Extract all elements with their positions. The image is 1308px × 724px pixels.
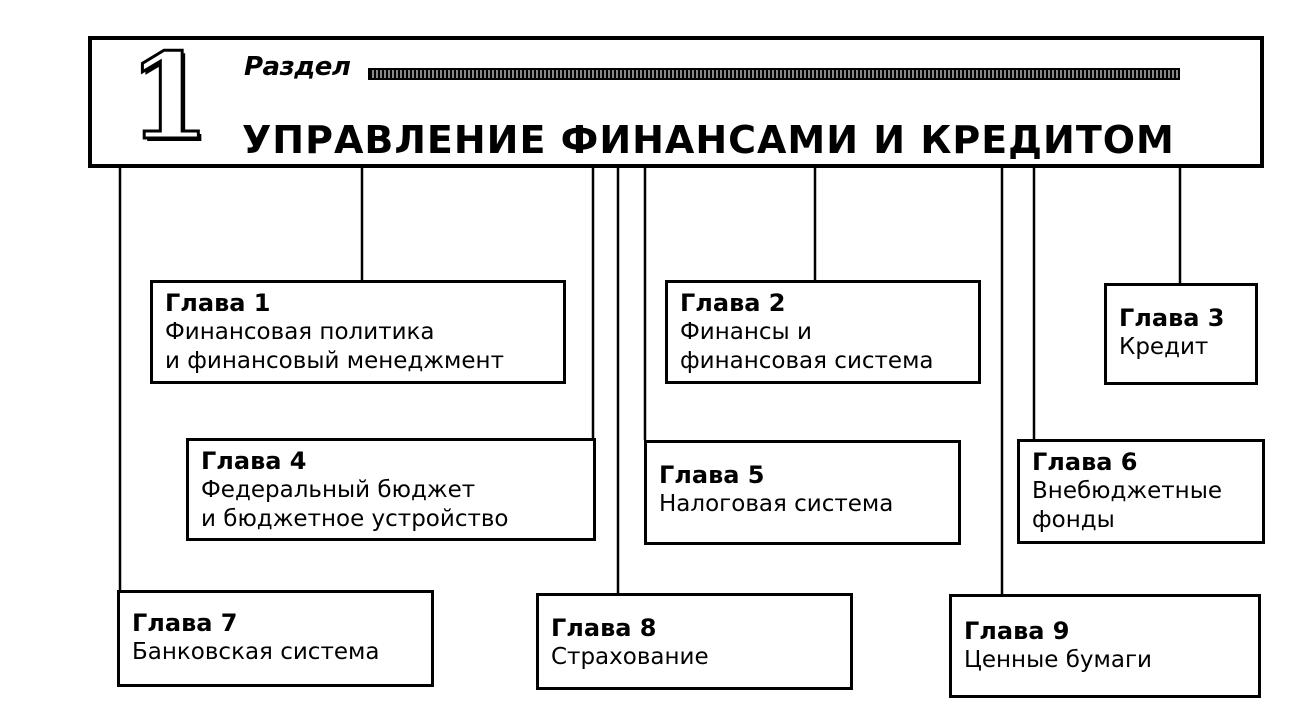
section-decorative-bar: [368, 68, 1180, 80]
chapter-label: Глава 6: [1032, 448, 1138, 476]
chapter-title-line: и финансовый менеджмент: [165, 348, 504, 374]
chapter-label: Глава 7: [132, 609, 238, 637]
chapter-4-box: Глава 4 Федеральный бюджет и бюджетное у…: [186, 438, 596, 541]
chapter-title-line: Страхование: [551, 644, 709, 670]
chapter-title-line: финансовая система: [680, 348, 934, 374]
chapter-title-line: Внебюджетные: [1032, 478, 1223, 504]
chapter-title-line: Кредит: [1119, 334, 1209, 360]
section-number: 1: [126, 27, 211, 166]
section-header: 1 Раздел УПРАВЛЕНИЕ ФИНАНСАМИ И КРЕДИТОМ: [88, 36, 1264, 168]
chapter-title-line: Финансы и: [680, 319, 812, 345]
chapter-label: Глава 8: [551, 614, 657, 642]
chapter-label: Глава 5: [659, 461, 765, 489]
chapter-9-box: Глава 9 Ценные бумаги: [949, 594, 1261, 698]
chapter-label: Глава 3: [1119, 304, 1225, 332]
chapter-7-box: Глава 7 Банковская система: [117, 590, 434, 687]
chapter-title-line: Налоговая система: [659, 491, 894, 517]
chapter-label: Глава 2: [680, 289, 786, 317]
section-label: Раздел: [244, 52, 351, 82]
section-title: УПРАВЛЕНИЕ ФИНАНСАМИ И КРЕДИТОМ: [242, 118, 1175, 162]
chapter-label: Глава 4: [201, 447, 307, 475]
chapter-title-line: и бюджетное устройство: [201, 506, 509, 532]
chapter-1-box: Глава 1 Финансовая политика и финансовый…: [150, 280, 566, 384]
chapter-title-line: Банковская система: [132, 639, 380, 665]
chapter-title-line: Федеральный бюджет: [201, 477, 476, 503]
chapter-label: Глава 1: [165, 289, 271, 317]
chapter-2-box: Глава 2 Финансы и финансовая система: [665, 280, 981, 384]
chapter-5-box: Глава 5 Налоговая система: [644, 440, 961, 545]
chapter-title-line: фонды: [1032, 507, 1115, 533]
chapter-label: Глава 9: [964, 617, 1070, 645]
chapter-title-line: Ценные бумаги: [964, 647, 1152, 673]
chapter-8-box: Глава 8 Страхование: [536, 593, 853, 690]
chapter-title-line: Финансовая политика: [165, 319, 435, 345]
chapter-6-box: Глава 6 Внебюджетные фонды: [1017, 439, 1265, 544]
chapter-3-box: Глава 3 Кредит: [1104, 283, 1258, 385]
